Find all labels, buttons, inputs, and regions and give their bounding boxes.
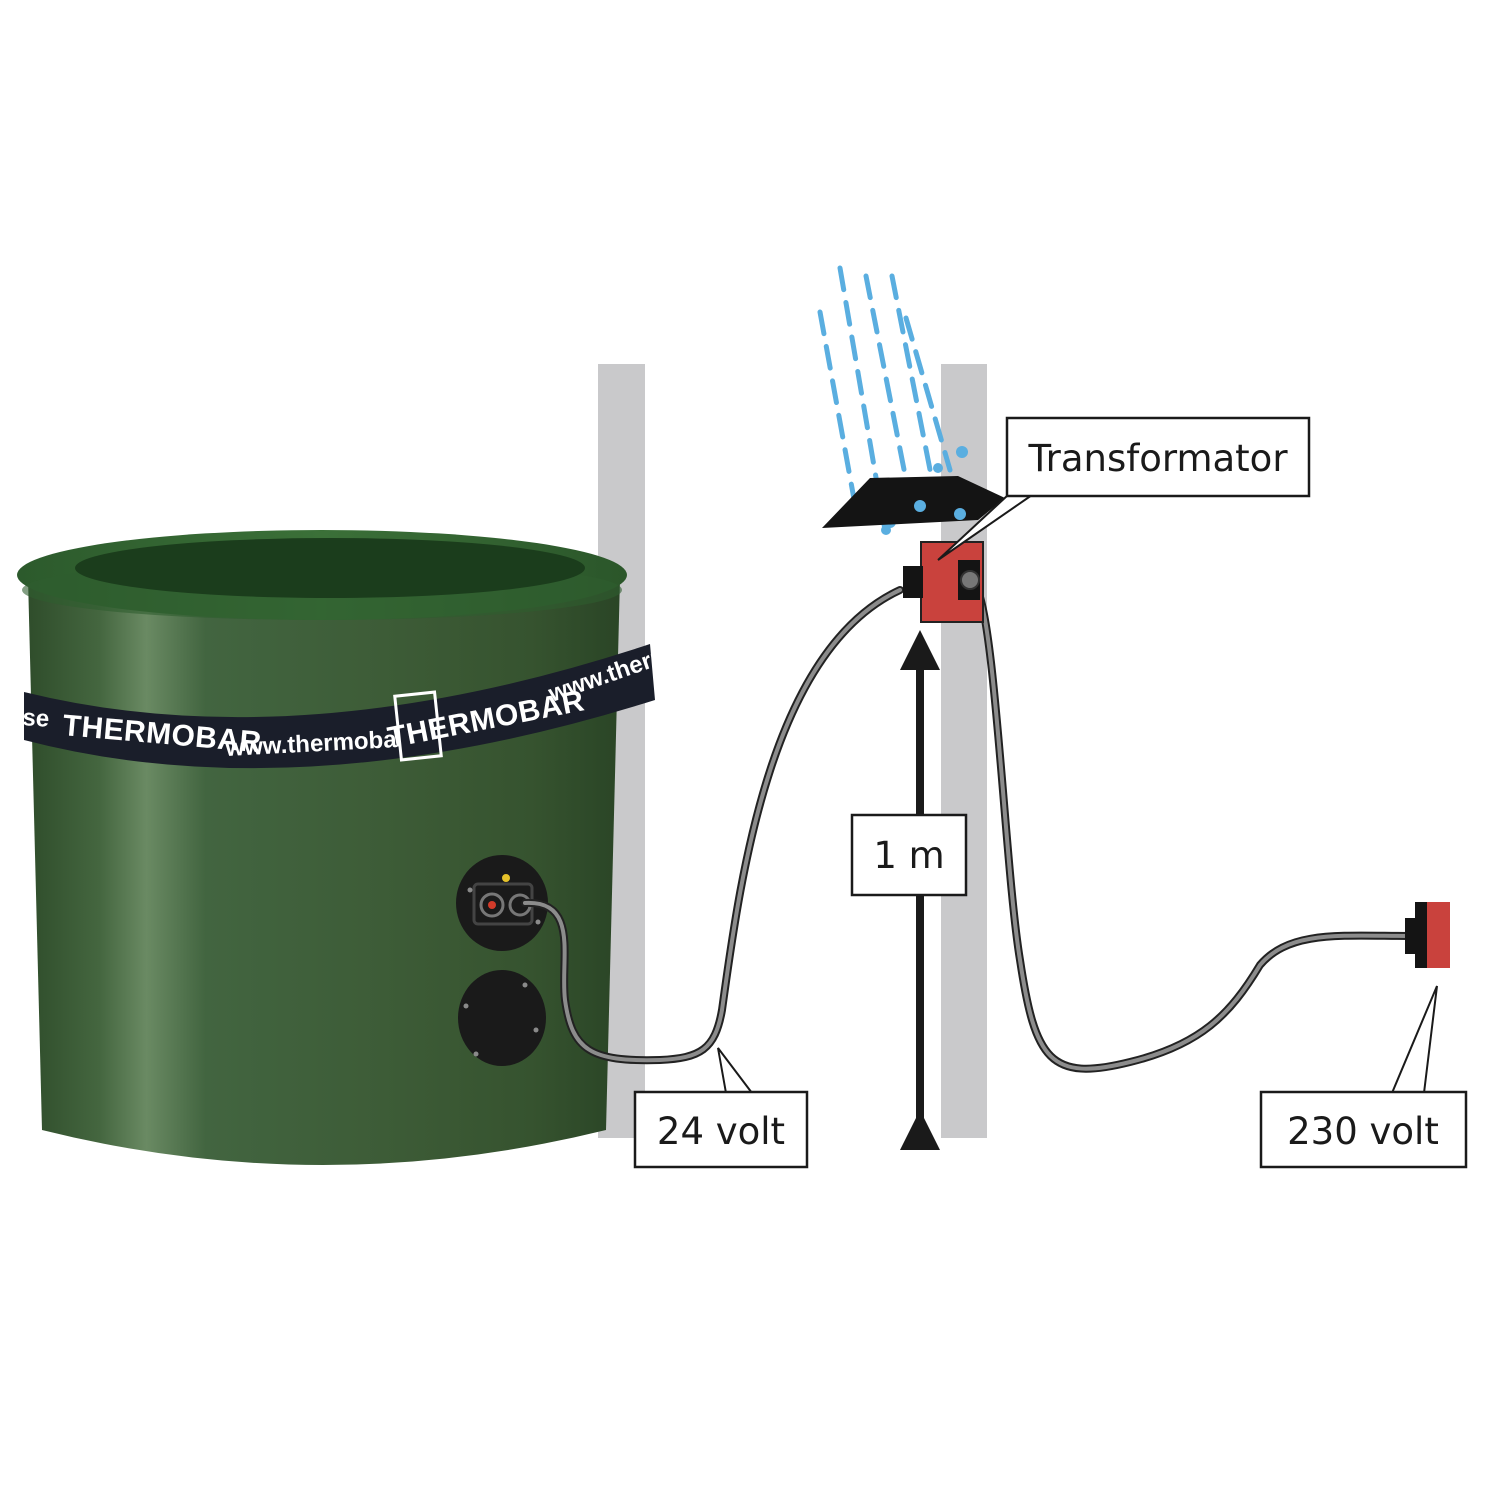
splash-drops-front [881, 500, 966, 535]
socket-led [488, 901, 496, 909]
low-voltage-cable [523, 588, 902, 1063]
splash-drop [914, 500, 926, 512]
transformer-label: Transformator [1027, 437, 1288, 480]
transformer-callout: Transformator [937, 416, 1311, 561]
screw [522, 982, 528, 988]
callout-box [1259, 1090, 1468, 1169]
callout-box [850, 813, 968, 897]
rain-streak [863, 273, 913, 503]
height-label: 1 m [873, 834, 944, 877]
callout-box [1005, 416, 1311, 498]
water-tank-icon: se THERMOBAR www.thermoba THERMOBAR www.… [17, 530, 689, 1165]
cables [521, 581, 1416, 1073]
socket-port [479, 892, 505, 918]
splash-drop [881, 525, 891, 535]
splash-drop [933, 463, 943, 473]
callout-box [633, 1090, 809, 1169]
callout-pointer [717, 1047, 753, 1094]
transformer-output-port [960, 570, 980, 590]
socket-indicator [502, 874, 510, 882]
mains-cable-outline [971, 581, 1416, 1073]
splash-drop [956, 446, 968, 458]
rain-streak [889, 273, 937, 493]
rain-streak [903, 315, 953, 473]
low-voltage-label: 24 volt [657, 1110, 785, 1153]
mains-voltage-callout: 230 volt [1259, 985, 1468, 1169]
band-buckle [393, 690, 443, 762]
splash-drop [954, 508, 966, 520]
socket-panel-lower [458, 970, 546, 1066]
screw [535, 919, 541, 925]
transformer-input [903, 566, 923, 598]
mains-plug-icon [1405, 902, 1450, 968]
screw [473, 1051, 479, 1057]
screw [533, 1027, 539, 1033]
plug-core [1415, 902, 1429, 968]
socket-panel-icon [456, 855, 548, 1066]
mains-cable [973, 583, 1414, 1071]
band-fragment-left: se [22, 704, 51, 733]
plug-body [1427, 902, 1450, 968]
callout-pointer [1391, 985, 1438, 1094]
height-callout: 1 m [850, 813, 968, 897]
band-strip [24, 644, 655, 769]
rain-streak [817, 309, 859, 513]
screw [467, 887, 473, 893]
mains-voltage-label: 230 volt [1287, 1110, 1439, 1153]
tank-opening [75, 538, 585, 598]
screw [463, 1003, 469, 1009]
callout-pointer [937, 494, 1033, 561]
transformer-box-icon [903, 541, 984, 623]
low-voltage-callout: 24 volt [633, 1047, 809, 1169]
